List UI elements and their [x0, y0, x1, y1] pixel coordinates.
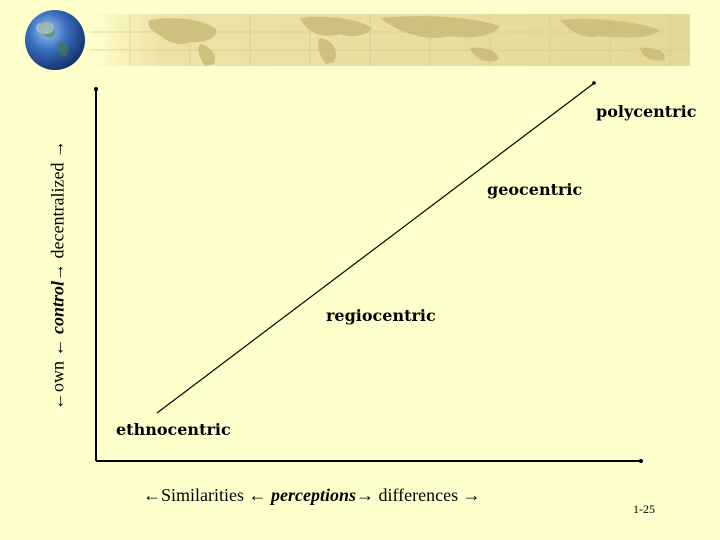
x-axis-label-emphasis: perceptions	[271, 485, 356, 505]
label-ethnocentric: ethnocentric	[116, 420, 231, 439]
y-axis-label-right: → decentralized →	[47, 140, 68, 281]
y-axis-label-emphasis: control	[47, 280, 68, 334]
y-axis-label-left: ←own ←	[47, 333, 68, 410]
y-axis-label: ←own ← control→ decentralized →	[48, 140, 69, 410]
label-polycentric: polycentric	[596, 102, 697, 121]
x-axis	[96, 459, 643, 463]
x-axis-label-left: ←Similarities ←	[143, 485, 271, 505]
x-axis-arrow-tip	[639, 459, 643, 463]
y-axis-arrow-tip	[94, 87, 98, 91]
slide-number: 1-25	[633, 502, 655, 516]
world-map-banner	[25, 10, 690, 70]
x-axis-label: ←Similarities ← perceptions→ differences…	[143, 485, 481, 506]
label-geocentric: geocentric	[487, 180, 583, 199]
y-axis	[94, 87, 98, 461]
diagonal-line	[156, 81, 596, 414]
x-axis-label-right: → differences →	[356, 485, 481, 505]
label-regiocentric: regiocentric	[326, 306, 436, 325]
